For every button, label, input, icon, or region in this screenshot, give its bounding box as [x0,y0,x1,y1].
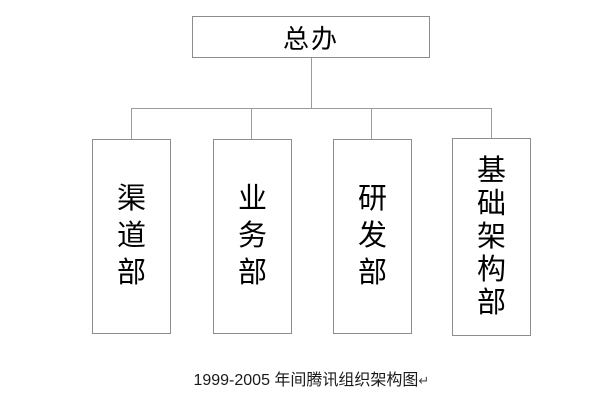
node-child-2-char-1: 业 [237,183,267,215]
node-child-3-label: 研 发 部 [358,181,387,292]
connector-drop-3 [371,108,372,139]
node-child-infrastructure-department: 基 础 架 构 部 [452,138,531,336]
node-child-4-char-4: 构 [476,253,506,286]
node-child-business-department: 业 务 部 [213,139,292,334]
node-child-1-char-2: 道 [116,220,146,252]
connector-drop-1 [131,108,132,139]
connector-horizontal-bus [131,108,492,109]
node-child-4-char-1: 基 [476,154,506,187]
node-child-1-label: 渠 道 部 [117,181,146,292]
node-child-channel-department: 渠 道 部 [92,139,171,334]
node-child-4-char-3: 架 [476,220,506,253]
node-root-label: 总办 [282,23,339,54]
node-child-4-char-2: 础 [476,187,506,220]
node-child-3-char-3: 部 [357,257,387,289]
connector-root-trunk [311,58,312,108]
paragraph-mark-icon: ↵ [418,373,430,388]
node-child-4-char-5: 部 [476,286,506,319]
node-child-2-char-3: 部 [237,257,267,289]
caption-text: 1999-2005 年间腾讯组织架构图 [193,372,419,389]
diagram-caption: 1999-2005 年间腾讯组织架构图↵ [0,348,605,408]
node-child-2-char-2: 务 [237,220,267,252]
node-child-rd-department: 研 发 部 [333,139,412,334]
node-child-4-label: 基 础 架 构 部 [477,155,506,320]
node-child-2-label: 业 务 部 [238,181,267,292]
node-child-1-char-1: 渠 [116,183,146,215]
connector-drop-2 [251,108,252,139]
node-child-1-char-3: 部 [116,257,146,289]
connector-drop-4 [491,108,492,138]
node-child-3-char-1: 研 [357,183,387,215]
node-root-general-office: 总办 [192,16,430,58]
node-child-3-char-2: 发 [357,220,387,252]
